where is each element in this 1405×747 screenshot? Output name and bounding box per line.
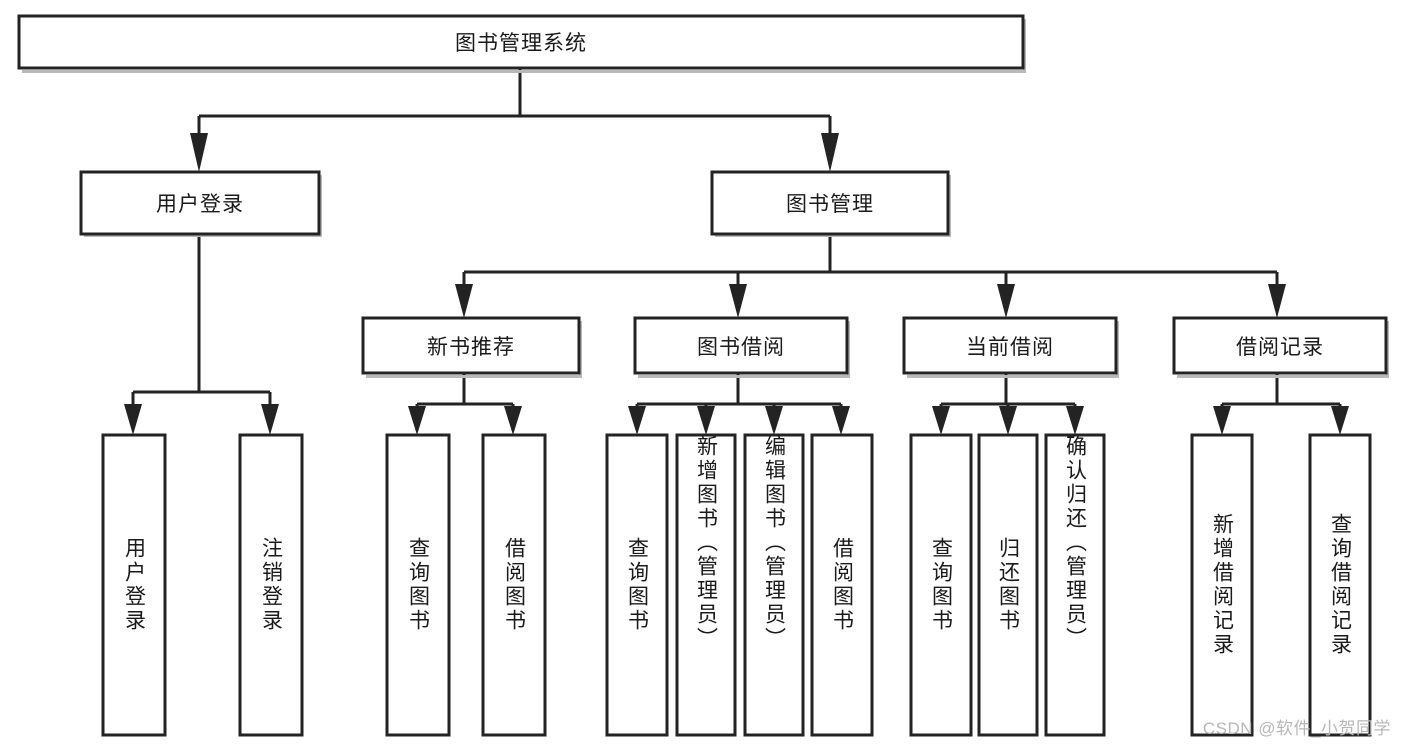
node-leaf-borrow-book-1[interactable] <box>481 433 547 737</box>
node-root[interactable] <box>17 14 1025 70</box>
node-leaf-logout[interactable] <box>238 433 304 737</box>
arrowhead-bookborrow-leaf-1 <box>628 406 646 435</box>
node-leaf-return-book[interactable] <box>977 433 1039 737</box>
arrowhead-bookborrow-leaf-4 <box>832 406 850 435</box>
node-leaf-user-login[interactable] <box>101 433 167 737</box>
watermark-text: CSDN @软件_小贺同学 <box>1202 719 1391 738</box>
node-new-book-recommend[interactable] <box>361 316 581 375</box>
node-borrow-records[interactable] <box>1172 316 1388 375</box>
arrowhead-current-borrow <box>997 284 1015 318</box>
node-leaf-add-borrow-record[interactable] <box>1190 433 1254 737</box>
node-user-login[interactable] <box>79 170 321 236</box>
node-leaf-query-book-3[interactable] <box>909 433 973 737</box>
arrowhead-borrowrecords-leaf-2 <box>1331 406 1349 435</box>
arrowhead-borrow-records <box>1268 284 1286 318</box>
node-leaf-query-book-2[interactable] <box>605 433 669 737</box>
arrowhead-borrowrecords-leaf-1 <box>1213 406 1231 435</box>
arrowhead-bookborrow-leaf-2 <box>697 406 715 435</box>
node-current-borrow[interactable] <box>902 316 1118 375</box>
arrowhead-new-book-recommend <box>455 284 473 318</box>
arrowhead-book-borrow <box>729 284 747 318</box>
node-leaf-edit-book-admin[interactable] <box>743 433 805 737</box>
connector-layer <box>124 67 1349 435</box>
arrowhead-currentborrow-leaf-2 <box>999 406 1017 435</box>
arrowhead-leaf-user-login <box>124 404 142 435</box>
node-book-management[interactable] <box>710 170 950 236</box>
arrowhead-bookborrow-leaf-3 <box>765 406 783 435</box>
arrowhead-newbook-leaf-1 <box>408 406 426 435</box>
arrowhead-currentborrow-leaf-3 <box>1066 406 1084 435</box>
node-layer <box>17 14 1388 737</box>
arrowhead-leaf-logout <box>261 404 279 435</box>
arrowhead-user-login <box>190 133 208 172</box>
node-leaf-query-book-1[interactable] <box>385 433 451 737</box>
arrowhead-newbook-leaf-2 <box>504 406 522 435</box>
node-book-borrow[interactable] <box>633 316 849 375</box>
node-leaf-borrow-book-2[interactable] <box>810 433 874 737</box>
arrowhead-currentborrow-leaf-1 <box>932 406 950 435</box>
node-leaf-query-borrow-record[interactable] <box>1308 433 1372 737</box>
node-leaf-confirm-return-admin[interactable] <box>1044 433 1106 737</box>
arrowhead-book-mgmt <box>821 133 839 172</box>
node-leaf-add-book-admin[interactable] <box>675 433 737 737</box>
